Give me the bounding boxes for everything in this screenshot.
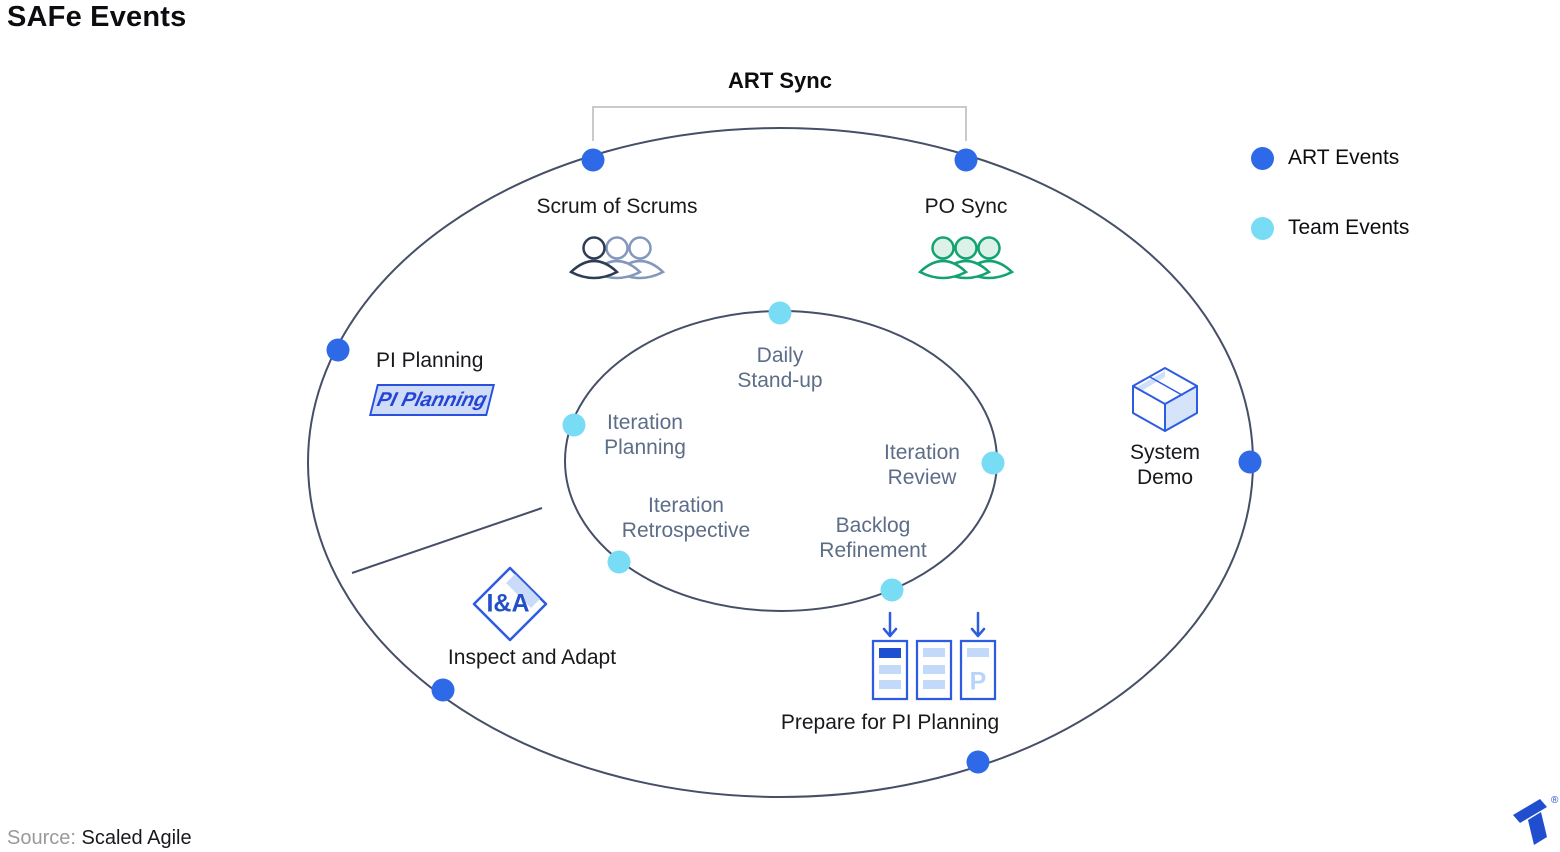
inspect-adapt-icon-text: I&A [486, 589, 530, 618]
prepare-doc-letter: P [969, 667, 987, 696]
iteration-retrospective-label: Iteration Retrospective [621, 494, 751, 542]
art-events-dot-icon [1251, 146, 1274, 170]
daily-standup-label: Daily Stand-up [737, 344, 823, 392]
art-sync-label: ART Sync [728, 68, 832, 93]
registered-mark: ® [1551, 795, 1559, 806]
system-demo-cube-icon [1132, 367, 1198, 432]
iteration-planning-label: Iteration Planning [604, 411, 686, 459]
team-dot-daily-standup [768, 301, 792, 325]
team-events-legend-label: Team Events [1288, 216, 1410, 239]
art-sync-bracket [592, 106, 967, 141]
pi-planning-badge-text: PI Planning [374, 388, 490, 411]
po-sync-label: PO Sync [924, 195, 1008, 218]
inspect-and-adapt-label: Inspect and Adapt [447, 646, 617, 669]
team-dot-iteration-review [981, 451, 1005, 475]
art-dot-system-demo [1238, 450, 1262, 474]
system-demo-label: System Demo [1129, 441, 1201, 489]
team-events-dot-icon [1251, 216, 1274, 240]
legend-item-team-events: Team Events [1251, 216, 1409, 240]
prepare-for-pi-planning-label: Prepare for PI Planning [780, 711, 1000, 734]
pi-planning-label: PI Planning [376, 349, 484, 372]
art-dot-prepare-pi-planning [966, 750, 990, 774]
scrum-of-scrums-label: Scrum of Scrums [536, 195, 698, 218]
team-dot-backlog-refinement [880, 578, 904, 602]
legend-item-art-events: ART Events [1251, 146, 1399, 170]
pi-planning-badge: PI Planning [369, 384, 495, 416]
art-dot-scrum-of-scrums [581, 148, 605, 172]
team-dot-iteration-planning [562, 413, 586, 437]
art-dot-pi-planning [326, 338, 350, 362]
iteration-review-label: Iteration Review [884, 441, 960, 489]
source-attribution: Source: Scaled Agile [7, 827, 192, 850]
scrum-of-scrums-icon [568, 236, 666, 280]
down-arrow-icon [882, 611, 986, 638]
source-label: Source: [7, 827, 76, 849]
backlog-refinement-label: Backlog Refinement [819, 514, 927, 562]
team-dot-iteration-retrospective [607, 550, 631, 574]
source-value: Scaled Agile [81, 827, 192, 849]
art-dot-inspect-and-adapt [431, 678, 455, 702]
toptal-logo: ® [1513, 795, 1559, 845]
sector-divider-line [351, 507, 543, 574]
page-title: SAFe Events [7, 1, 187, 33]
art-dot-po-sync [954, 148, 978, 172]
po-sync-icon [917, 236, 1015, 280]
art-events-legend-label: ART Events [1288, 146, 1400, 169]
inspect-adapt-diamond-icon [472, 566, 548, 642]
prepare-pi-planning-icon [871, 611, 997, 701]
